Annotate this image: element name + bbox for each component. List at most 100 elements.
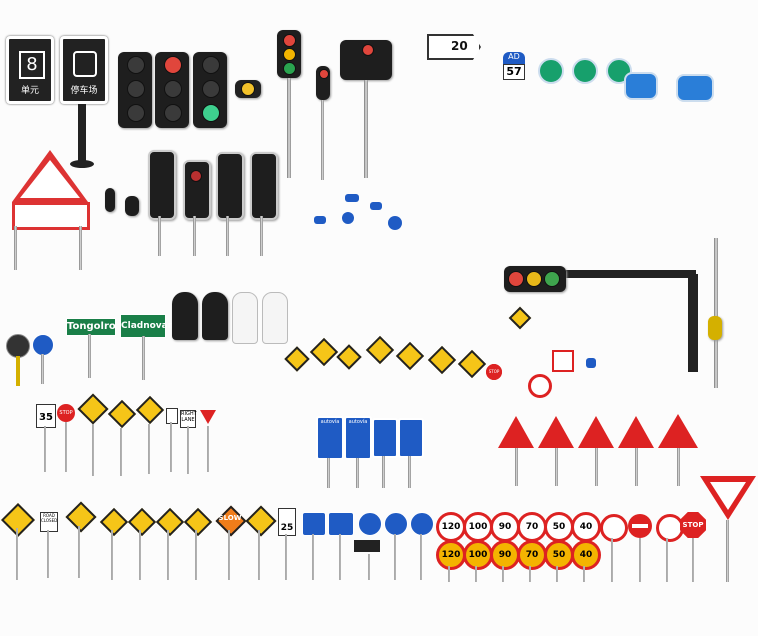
board-sign-caption: 单元 — [20, 86, 39, 96]
pole — [394, 534, 396, 580]
pole — [120, 428, 122, 476]
dark-warning-sign — [202, 292, 228, 340]
small-light — [105, 188, 115, 212]
pole — [595, 448, 598, 486]
gantry-arm — [506, 270, 696, 278]
pole — [515, 448, 518, 486]
no-entry-round-sign — [656, 514, 684, 542]
pole — [260, 216, 263, 256]
pole — [193, 216, 196, 256]
no-u-turn-sign — [552, 350, 574, 372]
warning-diamond — [309, 337, 339, 367]
pole — [356, 458, 359, 488]
red-lamp — [362, 44, 374, 56]
small-light — [125, 196, 139, 216]
lamp — [164, 80, 182, 98]
right-lane-sign: RIGHT LANE — [180, 410, 197, 428]
pole — [44, 426, 46, 472]
warning-diamond — [365, 335, 395, 365]
green-roundel-sign — [538, 58, 564, 84]
pole — [148, 424, 150, 474]
pole — [187, 426, 189, 474]
lamp — [202, 56, 220, 74]
yellow-lamp — [241, 82, 255, 96]
pole — [139, 530, 141, 580]
side-light — [708, 316, 722, 340]
small-blue-sign — [345, 194, 359, 202]
ahead-only-sign — [384, 512, 408, 536]
board-sign-caption: 停车场 — [70, 86, 98, 96]
yield-sign-small — [200, 410, 216, 424]
pole — [339, 534, 341, 580]
pole — [312, 534, 314, 580]
pole — [639, 538, 641, 582]
red-lamp — [164, 56, 182, 74]
no-entry-sign — [628, 514, 652, 538]
traffic-light-up-arrow — [216, 152, 244, 220]
lamp — [127, 104, 145, 122]
direction-arrow-sign: 20 — [427, 34, 481, 60]
traffic-light-left-arrow — [148, 150, 176, 220]
pole — [258, 530, 260, 580]
pole — [382, 456, 385, 488]
speed-limit-sign-yellow: 40 — [571, 540, 601, 570]
pole — [448, 566, 450, 582]
pole — [285, 534, 287, 580]
mandatory-lane-sign — [302, 512, 326, 536]
roundabout-warning-sign — [618, 416, 654, 448]
yield-sign-inner — [710, 482, 746, 510]
pole — [111, 530, 113, 580]
pole — [556, 566, 558, 582]
warning-diamond — [135, 395, 165, 425]
blue-direction-sign — [624, 72, 658, 100]
parking-icon — [73, 51, 97, 77]
pole — [170, 422, 172, 472]
small-blue-sign — [342, 212, 354, 224]
round-sign-blue — [32, 334, 54, 356]
pole — [79, 226, 82, 270]
curve-warning-sign — [498, 416, 534, 448]
no-overtaking-sign — [600, 514, 628, 542]
pole — [583, 566, 585, 582]
warning-diamond — [65, 501, 97, 533]
pole — [158, 216, 161, 256]
pole — [502, 566, 504, 582]
pole — [167, 530, 169, 580]
warning-diamond — [457, 349, 487, 379]
white-board — [262, 292, 288, 344]
lamp — [202, 80, 220, 98]
pole — [327, 458, 330, 488]
warning-diamond — [395, 341, 425, 371]
pole — [47, 530, 49, 578]
pole — [726, 520, 729, 582]
lamp — [127, 80, 145, 98]
chevron-board — [354, 540, 380, 552]
pole — [78, 526, 80, 578]
speed-limit-sign: 120 — [436, 512, 466, 542]
pole — [16, 528, 18, 580]
board-sign-1: 8 单元 — [6, 36, 54, 104]
speed-limit-sign-yellow: 100 — [463, 540, 493, 570]
highway-label: autovía — [348, 419, 368, 425]
red-lamp — [190, 170, 202, 182]
speed-limit-sign-yellow: 90 — [490, 540, 520, 570]
mandatory-lane-sign — [328, 512, 354, 536]
slippery-diamond — [155, 507, 185, 537]
highway-label: autovía — [320, 419, 340, 425]
pole — [666, 538, 668, 582]
traffic-light-right-arrow — [250, 152, 278, 220]
pole — [364, 80, 368, 178]
keep-left-sign — [410, 512, 434, 536]
board-sign-2: 停车场 — [60, 36, 108, 104]
red-lamp — [508, 271, 524, 287]
small-blue-sign — [314, 216, 326, 224]
board-sign-number: 8 — [19, 51, 45, 79]
speed-limit-sign: 70 — [517, 512, 547, 542]
pole — [195, 530, 197, 580]
pole — [321, 100, 324, 180]
small-blue-sign — [388, 216, 402, 230]
pole — [611, 538, 613, 582]
slow-label: SLOW — [218, 514, 242, 522]
speed-limit-sign: 50 — [544, 512, 574, 542]
blue-direction-sign — [676, 74, 714, 102]
